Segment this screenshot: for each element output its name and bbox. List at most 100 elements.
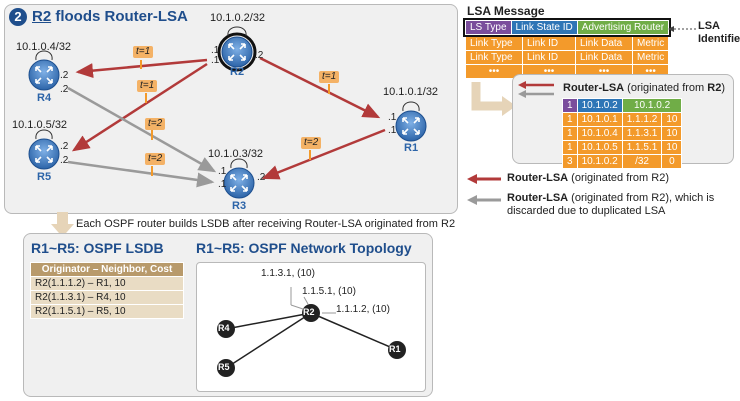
topo-node-r2: R2 — [303, 307, 315, 317]
legend-gray-rest: (originated from R2), which is — [571, 192, 715, 204]
legend-gray-bold: Router-LSA — [507, 192, 569, 204]
topo-node-r5: R5 — [218, 362, 230, 372]
port-label: .1 — [388, 112, 397, 123]
rlsa-cell: 1 — [562, 140, 578, 155]
port-label: .1 — [218, 179, 227, 190]
lsa-header-table: LS Type Link State ID Advertising Router — [462, 18, 672, 37]
rlsa-cell: 1.1.3.1 — [621, 126, 663, 141]
port-label: .2 — [60, 70, 69, 81]
lsa-cell: Metric — [631, 50, 670, 65]
r5-name: R5 — [37, 171, 52, 183]
lsdb-row: R2(1.1.5.1) – R5, 10 — [30, 304, 184, 319]
router-r2-icon — [217, 32, 257, 72]
rlsa-cell: 0 — [661, 154, 683, 169]
legend-red-bold: Router-LSA — [507, 172, 569, 184]
rlsa-cell: /32 — [621, 154, 663, 169]
rlsa-cell: 10.1.0.4 — [576, 126, 623, 141]
rlsa-cell: 10.1.0.5 — [576, 140, 623, 155]
topo-link-label: 1.1.1.2, (10) — [336, 304, 390, 315]
rlsa-cell: 10 — [661, 126, 683, 141]
port-label: .1 — [211, 45, 220, 56]
rlsa-cell: 1 — [562, 98, 578, 113]
router-lsa-label-router: R2 — [707, 82, 722, 94]
port-label: .2 — [255, 50, 264, 61]
lsa-cell: Link Data — [575, 36, 633, 51]
router-r4-icon — [28, 59, 60, 91]
legend-red: Router-LSA (originated from R2) — [507, 172, 669, 184]
topology-title: R1~R5: OSPF Network Topology — [196, 240, 412, 256]
port-label: .2 — [60, 141, 69, 152]
topo-node-r2-icon — [302, 304, 320, 322]
topo-link-label: 1.1.5.1, (10) — [302, 286, 356, 297]
r4-name: R4 — [37, 92, 52, 104]
lsdb-table-wrap: Originator – Neighbor, Cost R2(1.1.1.2) … — [30, 262, 184, 319]
legend-red-arrow-icon — [467, 174, 501, 184]
legend-gray: Router-LSA (originated from R2), which i… — [507, 192, 714, 218]
r1-ip: 10.1.0.1/32 — [383, 86, 439, 98]
caption: Each OSPF router builds LSDB after recei… — [76, 218, 456, 230]
rlsa-cell: 10.1.0.2 — [576, 98, 623, 113]
lsdb-header: Originator – Neighbor, Cost — [30, 262, 184, 277]
router-lsa-table-wrap: 1 10.1.0.2 10.1.0.2 1 10.1.0.1 1.1.1.2 1… — [562, 98, 683, 169]
port-label: .1 — [218, 166, 227, 177]
time-badge: t=2 — [145, 118, 166, 130]
topo-node-r1: R1 — [389, 344, 401, 354]
legend-gray-rest-2: discarded due to duplicated LSA — [507, 205, 666, 217]
lsa-identifier-label: LSA Identifier — [698, 20, 740, 45]
router-lsa-arrows — [518, 81, 554, 98]
topology-graph — [217, 287, 406, 377]
router-r1-icon — [395, 110, 427, 142]
lsa-link-state-id: Link State ID — [510, 20, 578, 35]
lsdb-row: R2(1.1.1.2) – R1, 10 — [30, 276, 184, 291]
flooding-title: R2 floods Router-LSA — [32, 8, 188, 25]
topo-node-r5-icon — [217, 359, 235, 377]
r5-ip: 10.1.0.5/32 — [12, 119, 68, 131]
port-label: .2 — [257, 172, 266, 183]
port-label: .2 — [60, 84, 69, 95]
r2-ip: 10.1.0.2/32 — [210, 12, 266, 24]
lsa-message-title: LSA Message — [467, 4, 545, 18]
router-r3-icon — [223, 167, 255, 199]
port-label: .1 — [388, 125, 397, 136]
r3-ip: 10.1.0.3/32 — [208, 148, 264, 160]
router-lsa-label: Router-LSA (originated from R2) — [563, 82, 725, 94]
time-badge: t=2 — [145, 153, 166, 165]
lsa-cell: ••• — [465, 64, 523, 79]
lsa-cell: Link ID — [522, 36, 576, 51]
topo-link-label: 1.1.3.1, (10) — [261, 268, 315, 279]
rlsa-cell: 10.1.0.2 — [576, 154, 623, 169]
rlsa-cell: 1 — [562, 126, 578, 141]
lsdb-title: R1~R5: OSPF LSDB — [31, 240, 164, 256]
time-badge: t=1 — [137, 80, 158, 92]
lsa-advertising-router: Advertising Router — [576, 20, 670, 35]
time-badge: t=2 — [301, 137, 322, 149]
lsa-links-table: Link Type Link ID Link Data Metric Link … — [465, 36, 670, 79]
lsa-message-box: LS Type Link State ID Advertising Router… — [462, 18, 672, 79]
rlsa-cell: 1.1.5.1 — [621, 140, 663, 155]
title-router: R2 — [32, 8, 52, 25]
r1-name: R1 — [404, 142, 419, 154]
r2-name: R2 — [230, 66, 245, 78]
rlsa-cell: 10.1.0.1 — [576, 112, 623, 127]
router-r5-icon — [28, 138, 60, 170]
lsdb-row: R2(1.1.3.1) – R4, 10 — [30, 290, 184, 305]
router-lsa-label-close: ) — [721, 82, 726, 94]
topo-node-r4: R4 — [218, 323, 230, 333]
rlsa-cell: 3 — [562, 154, 578, 169]
port-label: .2 — [60, 155, 69, 166]
flooding-network — [28, 26, 427, 199]
lsa-cell: Metric — [631, 36, 670, 51]
title-rest: floods Router-LSA — [55, 8, 188, 25]
rlsa-cell: 10 — [661, 140, 683, 155]
topo-node-r4-icon — [217, 320, 235, 338]
lsa-cell: Link ID — [522, 50, 576, 65]
lsa-cell: Link Type — [465, 50, 523, 65]
time-badge: t=1 — [319, 71, 340, 83]
time-badge: t=1 — [133, 46, 154, 58]
lsa-cell: Link Data — [575, 50, 633, 65]
router-lsa-label-bold: Router-LSA — [563, 82, 625, 94]
lsa-cell: Link Type — [465, 36, 523, 51]
r3-name: R3 — [232, 200, 247, 212]
lsdb-table: Originator – Neighbor, Cost R2(1.1.1.2) … — [30, 262, 184, 319]
port-label: .1 — [211, 55, 220, 66]
